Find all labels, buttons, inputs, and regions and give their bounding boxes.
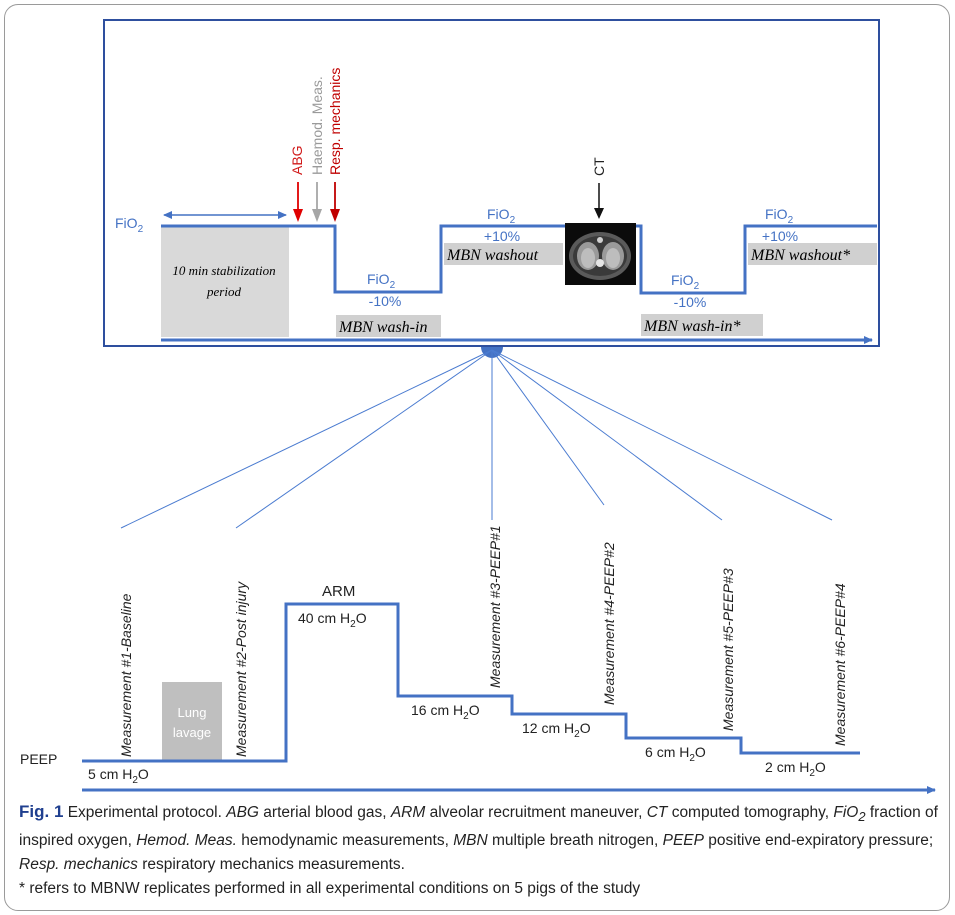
peep-axis-label: PEEP	[20, 751, 57, 767]
measurement-3-label: Measurement #3-PEEP#1	[487, 525, 503, 688]
washin-phase-label: MBN wash-in	[338, 319, 427, 336]
caption-fio2-def: fraction of inspired oxygen,	[19, 804, 938, 850]
washin-star-change: -10%	[674, 294, 707, 310]
fio2-axis-label: FiO2	[115, 215, 144, 235]
caption-mbn-abbr: MBN	[453, 832, 488, 850]
arm-label: ARM	[322, 583, 355, 600]
peep-level-16: 16 cm H2O	[411, 702, 480, 722]
measurement-1-label: Measurement #1-Baseline	[118, 593, 134, 757]
peep-level-40: 40 cm H2O	[298, 610, 367, 630]
washin-label-bg	[336, 315, 441, 337]
washout-label-bg	[444, 243, 563, 265]
caption-peep-def: positive end-expiratory pressure;	[708, 832, 934, 850]
peep-step-trace	[82, 602, 860, 763]
washout-star-change: +10%	[762, 228, 798, 244]
fio2-washin-star-label: FiO2	[671, 272, 700, 292]
measurement-4-label: Measurement #4-PEEP#2	[601, 542, 617, 705]
abg-arrow	[293, 182, 303, 222]
stabilization-label-1: 10 min stabilization	[172, 263, 275, 278]
caption-fio2-abbr: FiO2	[833, 804, 866, 825]
caption-hemod-abbr: Hemod. Meas.	[136, 832, 237, 850]
abg-label: ABG	[289, 145, 305, 175]
lung-lavage-label-1: Lung	[178, 705, 207, 720]
peep-level-12: 12 cm H2O	[522, 720, 591, 740]
fio2-step-trace	[161, 224, 877, 295]
peep-level-6: 6 cm H2O	[645, 744, 706, 764]
ct-label: CT	[591, 157, 607, 176]
caption-hemod-def: hemodynamic measurements,	[241, 832, 449, 850]
washout-change: +10%	[484, 228, 520, 244]
peep-level-5: 5 cm H2O	[88, 766, 149, 786]
caption-mbn-def: multiple breath nitrogen,	[492, 832, 659, 850]
measurement-5-label: Measurement #5-PEEP#3	[720, 568, 736, 731]
lung-lavage-block	[162, 682, 222, 760]
ct-arrow	[594, 183, 604, 219]
washout-star-label-bg	[748, 243, 877, 265]
caption-abg-abbr: ABG	[226, 804, 259, 821]
peep-level-2: 2 cm H2O	[765, 759, 826, 779]
lung-lavage-label-2: lavage	[173, 725, 211, 740]
caption-arm-def: alveolar recruitment maneuver,	[429, 804, 643, 821]
washout-star-phase-label: MBN washout*	[750, 247, 850, 264]
caption-resp-abbr: Resp. mechanics	[19, 856, 138, 874]
caption-intro: Experimental protocol.	[67, 804, 222, 821]
resp-arrow	[330, 182, 340, 222]
ct-scan-image	[565, 223, 636, 285]
haemod-arrow	[312, 182, 322, 222]
measurement-6-label: Measurement #6-PEEP#4	[832, 583, 848, 746]
connector-fan-lines	[120, 349, 833, 529]
caption-peep-abbr: PEEP	[662, 832, 704, 850]
caption-footnote: * refers to MBNW replicates performed in…	[19, 880, 641, 898]
measurement-2-label: Measurement #2-Post injury	[233, 581, 249, 757]
caption-ct-abbr: CT	[646, 804, 668, 821]
caption-ct-def: computed tomography,	[671, 804, 830, 821]
caption-resp-def: respiratory mechanics measurements.	[142, 856, 405, 874]
stabilization-label-2: period	[206, 284, 241, 299]
fio2-washout-star-label: FiO2	[765, 206, 794, 226]
resp-mechanics-label: Resp. mechanics	[327, 68, 343, 175]
washin-change: -10%	[369, 293, 402, 309]
caption-arm-abbr: ARM	[390, 804, 426, 821]
washin-star-phase-label: MBN wash-in*	[643, 318, 740, 335]
caption-label: Fig. 1	[19, 802, 64, 821]
fio2-washin-label: FiO2	[367, 271, 396, 291]
caption-abg-def: arterial blood gas,	[263, 804, 387, 821]
washin-star-label-bg	[641, 314, 763, 336]
figure-caption: Fig. 1 Experimental protocol. ABG arteri…	[19, 800, 944, 901]
washout-phase-label: MBN washout	[446, 247, 539, 264]
protocol-diagram: 10 min stabilization period FiO2 ABG Hae…	[20, 19, 936, 794]
stabilization-block	[161, 226, 289, 337]
haemod-meas-label: Haemod. Meas.	[309, 76, 325, 175]
figure-frame	[4, 4, 950, 911]
top-panel-box	[103, 19, 880, 347]
fio2-washout-label: FiO2	[487, 206, 516, 226]
